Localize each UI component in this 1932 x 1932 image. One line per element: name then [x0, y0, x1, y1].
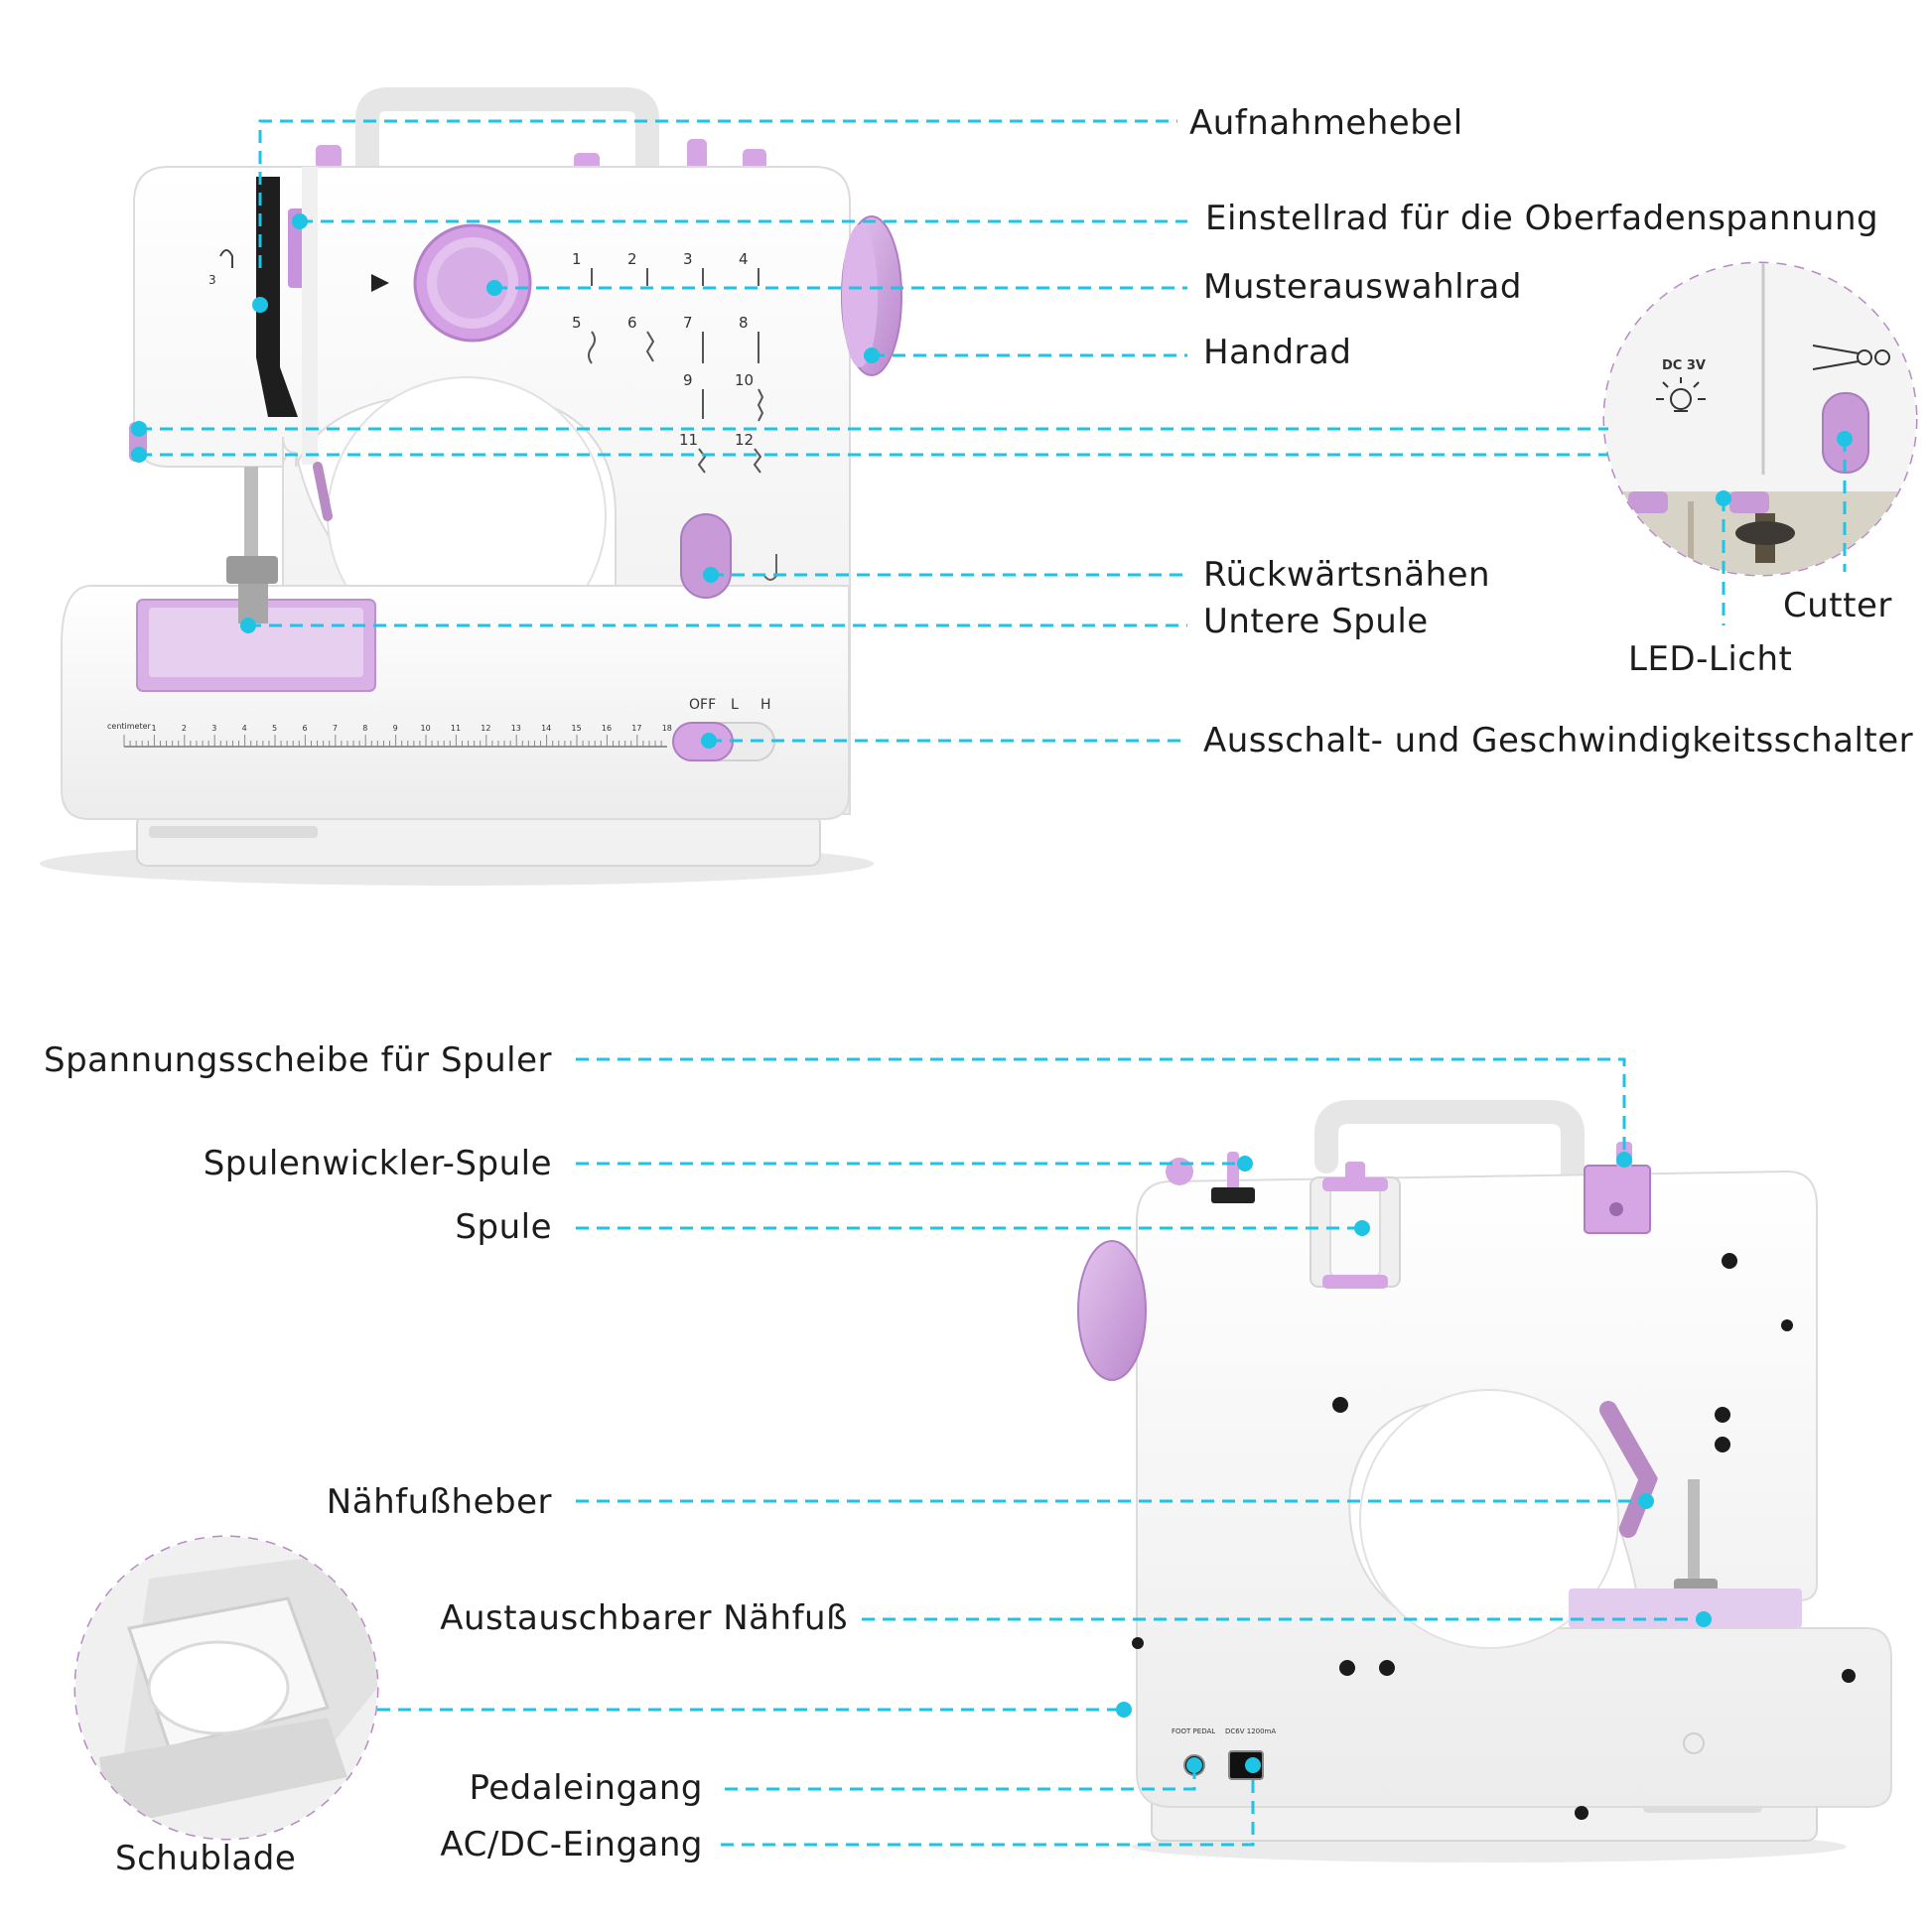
- pattern-dial: [413, 223, 532, 343]
- svg-text:FOOT PEDAL: FOOT PEDAL: [1172, 1727, 1215, 1735]
- ruler-number: 6: [302, 724, 307, 733]
- ruler-number: 18: [662, 724, 672, 733]
- svg-text:3: 3: [683, 250, 693, 268]
- svg-text:11: 11: [679, 431, 698, 449]
- label-handrad: Handrad: [1203, 333, 1352, 372]
- ruler-number: 17: [631, 724, 641, 733]
- drawer-callout: [73, 1535, 379, 1841]
- arrow-right-icon: [371, 274, 389, 292]
- ruler-number: 4: [242, 724, 247, 733]
- svg-text:OFF: OFF: [689, 697, 716, 713]
- leader-lines: [131, 119, 1853, 1847]
- label-spule: Spule: [455, 1207, 552, 1247]
- svg-text:L: L: [731, 697, 739, 713]
- ruler-number: 7: [333, 724, 338, 733]
- ruler-number: 10: [421, 724, 431, 733]
- ruler-number: 11: [451, 724, 461, 733]
- svg-text:8: 8: [739, 314, 749, 332]
- svg-text:6: 6: [627, 314, 637, 332]
- ruler-number: 9: [393, 724, 398, 733]
- svg-text:4: 4: [739, 250, 749, 268]
- ruler-number: 1: [151, 724, 156, 733]
- svg-text:H: H: [760, 697, 771, 713]
- label-untere-spule: Untere Spule: [1203, 602, 1429, 641]
- led-cutter-callout: DC 3V: [1602, 261, 1918, 577]
- svg-text:DC 3V: DC 3V: [1662, 358, 1706, 373]
- front-machine-illustration: 3 1 2 3 4 5 6 7 8 9 10 11 12: [40, 87, 902, 886]
- label-ac-dc-eingang: AC/DC-Eingang: [440, 1825, 703, 1864]
- label-rueckwaertsnaehen: Rückwärtsnähen: [1203, 555, 1491, 595]
- needle-icon: [219, 249, 233, 268]
- label-cutter: Cutter: [1783, 586, 1892, 625]
- stitch-chart: 1 2 3 4 5 6 7 8 9 10 11 12: [572, 250, 764, 474]
- svg-text:12: 12: [735, 431, 754, 449]
- ruler-number: 12: [481, 724, 490, 733]
- label-pedaleingang: Pedaleingang: [469, 1768, 703, 1808]
- label-oberfadenspannung: Einstellrad für die Oberfadenspannung: [1205, 199, 1879, 238]
- svg-text:10: 10: [735, 371, 754, 389]
- label-naehfussheber: Nähfußheber: [326, 1482, 552, 1522]
- back-machine-illustration: FOOT PEDAL DC6V 1200mA: [1077, 1100, 1892, 1863]
- ruler-number: 5: [272, 724, 277, 733]
- ruler-number: 14: [541, 724, 551, 733]
- svg-text:1: 1: [572, 250, 582, 268]
- svg-text:9: 9: [683, 371, 693, 389]
- ruler-number: 8: [362, 724, 367, 733]
- svg-text:5: 5: [572, 314, 582, 332]
- svg-text:7: 7: [683, 314, 693, 332]
- svg-text:DC6V 1200mA: DC6V 1200mA: [1225, 1727, 1276, 1735]
- label-led-licht: LED-Licht: [1628, 639, 1793, 679]
- label-schalter: Ausschalt- und Geschwindigkeitsschalter: [1203, 721, 1914, 760]
- label-spulenwickler: Spulenwickler-Spule: [203, 1144, 552, 1183]
- label-musterauswahlrad: Musterauswahlrad: [1203, 267, 1522, 307]
- ruler-number: 3: [211, 724, 216, 733]
- scissors-icon: [1812, 345, 1890, 370]
- ruler-number: 13: [511, 724, 521, 733]
- svg-text:3: 3: [208, 273, 216, 287]
- ruler-number: 16: [602, 724, 612, 733]
- label-schublade: Schublade: [115, 1839, 297, 1878]
- label-spannungsscheibe: Spannungsscheibe für Spuler: [44, 1040, 552, 1080]
- ruler-number: 15: [572, 724, 582, 733]
- label-austauschbarer-naehfuss: Austauschbarer Nähfuß: [440, 1598, 848, 1638]
- svg-text:centimeter: centimeter: [107, 722, 152, 731]
- light-bulb-icon: [1656, 377, 1706, 412]
- ruler-number: 2: [182, 724, 187, 733]
- svg-text:2: 2: [627, 250, 637, 268]
- label-aufnahmehebel: Aufnahmehebel: [1189, 103, 1463, 143]
